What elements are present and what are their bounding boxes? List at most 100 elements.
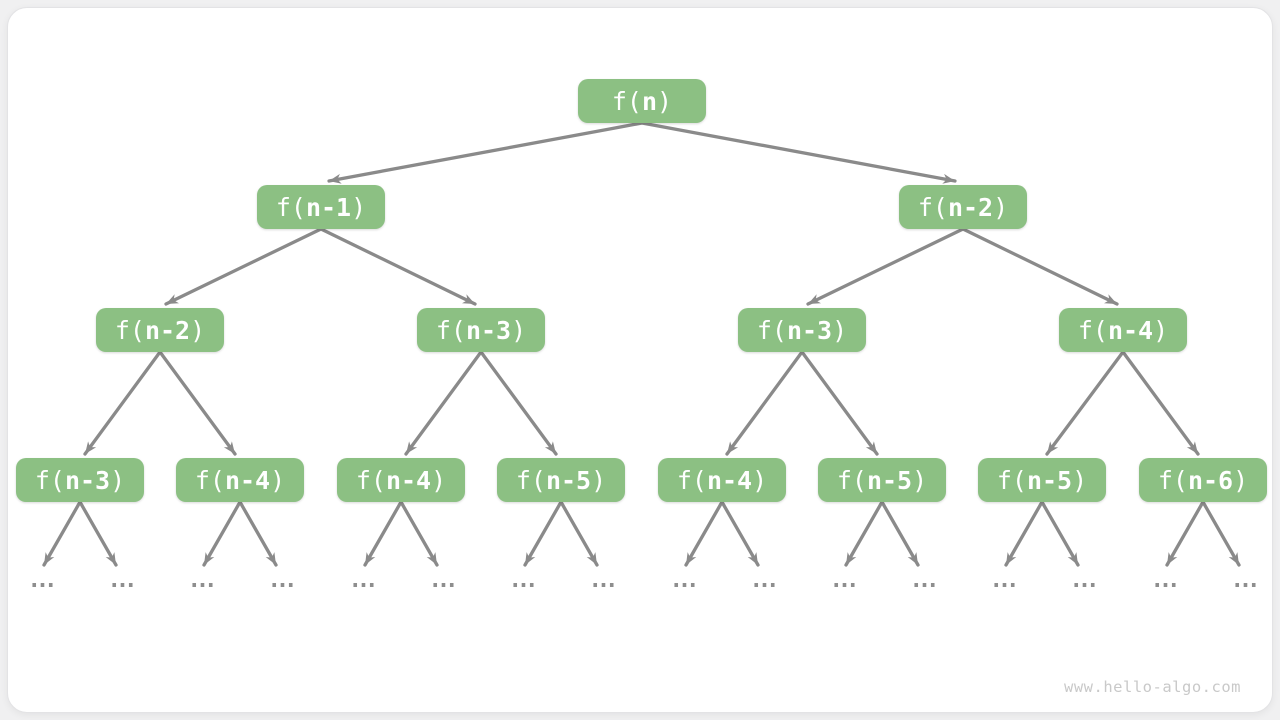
edge-arrow (238, 500, 278, 567)
tree-node: f(n-3) (16, 458, 144, 502)
edge-arrow (158, 350, 237, 456)
node-label-suffix: ) (270, 466, 285, 495)
svg-text:f(n-1): f(n-1) (276, 193, 366, 222)
node-label-prefix: f( (35, 466, 65, 495)
node-label-prefix: f( (918, 193, 948, 222)
tree-node: f(n-4) (176, 458, 304, 502)
edge-arrow (42, 500, 82, 567)
ellipsis: ... (349, 568, 374, 593)
node-label-arg: n-3 (466, 316, 511, 345)
edge-arrow (961, 227, 1119, 306)
node-label-prefix: f( (757, 316, 787, 345)
node-label-arg: n (642, 87, 657, 116)
edge-arrow (559, 500, 599, 567)
node-label-prefix: f( (612, 87, 642, 116)
ellipsis: ... (108, 568, 133, 593)
ellipsis: ... (268, 568, 293, 593)
edge-arrow (880, 500, 920, 567)
ellipsis: ... (750, 568, 775, 593)
edge-arrow (327, 121, 644, 184)
svg-text:f(n-5): f(n-5) (516, 466, 606, 495)
node-label-suffix: ) (351, 193, 366, 222)
node-label-prefix: f( (997, 466, 1027, 495)
tree-node: f(n-5) (818, 458, 946, 502)
node-label-prefix: f( (677, 466, 707, 495)
edge-arrow (479, 350, 558, 456)
edge-arrow (1165, 500, 1205, 567)
ellipsis: ... (429, 568, 454, 593)
svg-text:f(n-2): f(n-2) (918, 193, 1008, 222)
edge-arrow (1121, 350, 1200, 456)
tree-node-root: f(n) (578, 79, 706, 123)
tree-node: f(n-4) (658, 458, 786, 502)
svg-text:f(n-4): f(n-4) (1078, 316, 1168, 345)
node-label-arg: n-5 (1027, 466, 1072, 495)
tree-node: f(n-6) (1139, 458, 1267, 502)
ellipsis: ... (1070, 568, 1095, 593)
node-label-arg: n-6 (1188, 466, 1233, 495)
svg-text:f(n): f(n) (612, 87, 672, 116)
ellipsis: ... (910, 568, 935, 593)
watermark: www.hello-algo.com (1064, 678, 1241, 696)
edge-arrow (800, 350, 879, 456)
node-label-prefix: f( (837, 466, 867, 495)
svg-text:f(n-5): f(n-5) (837, 466, 927, 495)
node-label-arg: n-1 (306, 193, 351, 222)
edge-arrow (1004, 500, 1044, 567)
svg-text:f(n-6): f(n-6) (1158, 466, 1248, 495)
svg-text:f(n-4): f(n-4) (356, 466, 446, 495)
edge-arrow (725, 350, 804, 456)
node-label-arg: n-4 (386, 466, 431, 495)
edge-arrow (363, 500, 403, 567)
edge-arrow (83, 350, 162, 456)
node-label-suffix: ) (511, 316, 526, 345)
node-label-prefix: f( (115, 316, 145, 345)
ellipsis: ... (990, 568, 1015, 593)
node-label-arg: n-4 (707, 466, 752, 495)
ellipsis: ... (509, 568, 534, 593)
node-label-arg: n-3 (787, 316, 832, 345)
node-label-suffix: ) (752, 466, 767, 495)
node-label-arg: n-4 (1108, 316, 1153, 345)
tree-node: f(n-3) (417, 308, 545, 352)
edges-group (42, 121, 1241, 567)
node-label-arg: n-2 (948, 193, 993, 222)
ellipsis: ... (1151, 568, 1176, 593)
ellipsis: ... (830, 568, 855, 593)
tree-node: f(n-5) (978, 458, 1106, 502)
node-label-prefix: f( (195, 466, 225, 495)
edge-arrow (164, 227, 323, 306)
node-label-arg: n-2 (145, 316, 190, 345)
node-label-suffix: ) (110, 466, 125, 495)
ellipsis: ... (188, 568, 213, 593)
edge-arrow (1201, 500, 1241, 567)
node-label-suffix: ) (1072, 466, 1087, 495)
ellipsis: ... (28, 568, 53, 593)
ellipsis: ... (1231, 568, 1256, 593)
node-label-arg: n-4 (225, 466, 270, 495)
nodes-group: f(n) f(n-1) f(n-2) f(n-2) f(n-3) f(n-3) … (16, 79, 1267, 502)
ellipsis: ... (589, 568, 614, 593)
svg-text:f(n-4): f(n-4) (677, 466, 767, 495)
node-label-arg: n-3 (65, 466, 110, 495)
tree-node: f(n-3) (738, 308, 866, 352)
node-label-arg: n-5 (867, 466, 912, 495)
edge-arrow (844, 500, 884, 567)
edge-arrow (684, 500, 724, 567)
edge-arrow (1040, 500, 1080, 567)
svg-text:f(n-3): f(n-3) (757, 316, 847, 345)
svg-text:f(n-3): f(n-3) (35, 466, 125, 495)
edge-arrow (319, 227, 477, 306)
edge-arrow (806, 227, 965, 306)
edge-arrow (523, 500, 563, 567)
tree-node: f(n-4) (337, 458, 465, 502)
node-label-prefix: f( (276, 193, 306, 222)
node-label-prefix: f( (1158, 466, 1188, 495)
node-label-suffix: ) (190, 316, 205, 345)
edge-arrow (1045, 350, 1125, 456)
svg-text:f(n-2): f(n-2) (115, 316, 205, 345)
node-label-prefix: f( (356, 466, 386, 495)
node-label-prefix: f( (1078, 316, 1108, 345)
tree-node: f(n-4) (1059, 308, 1187, 352)
